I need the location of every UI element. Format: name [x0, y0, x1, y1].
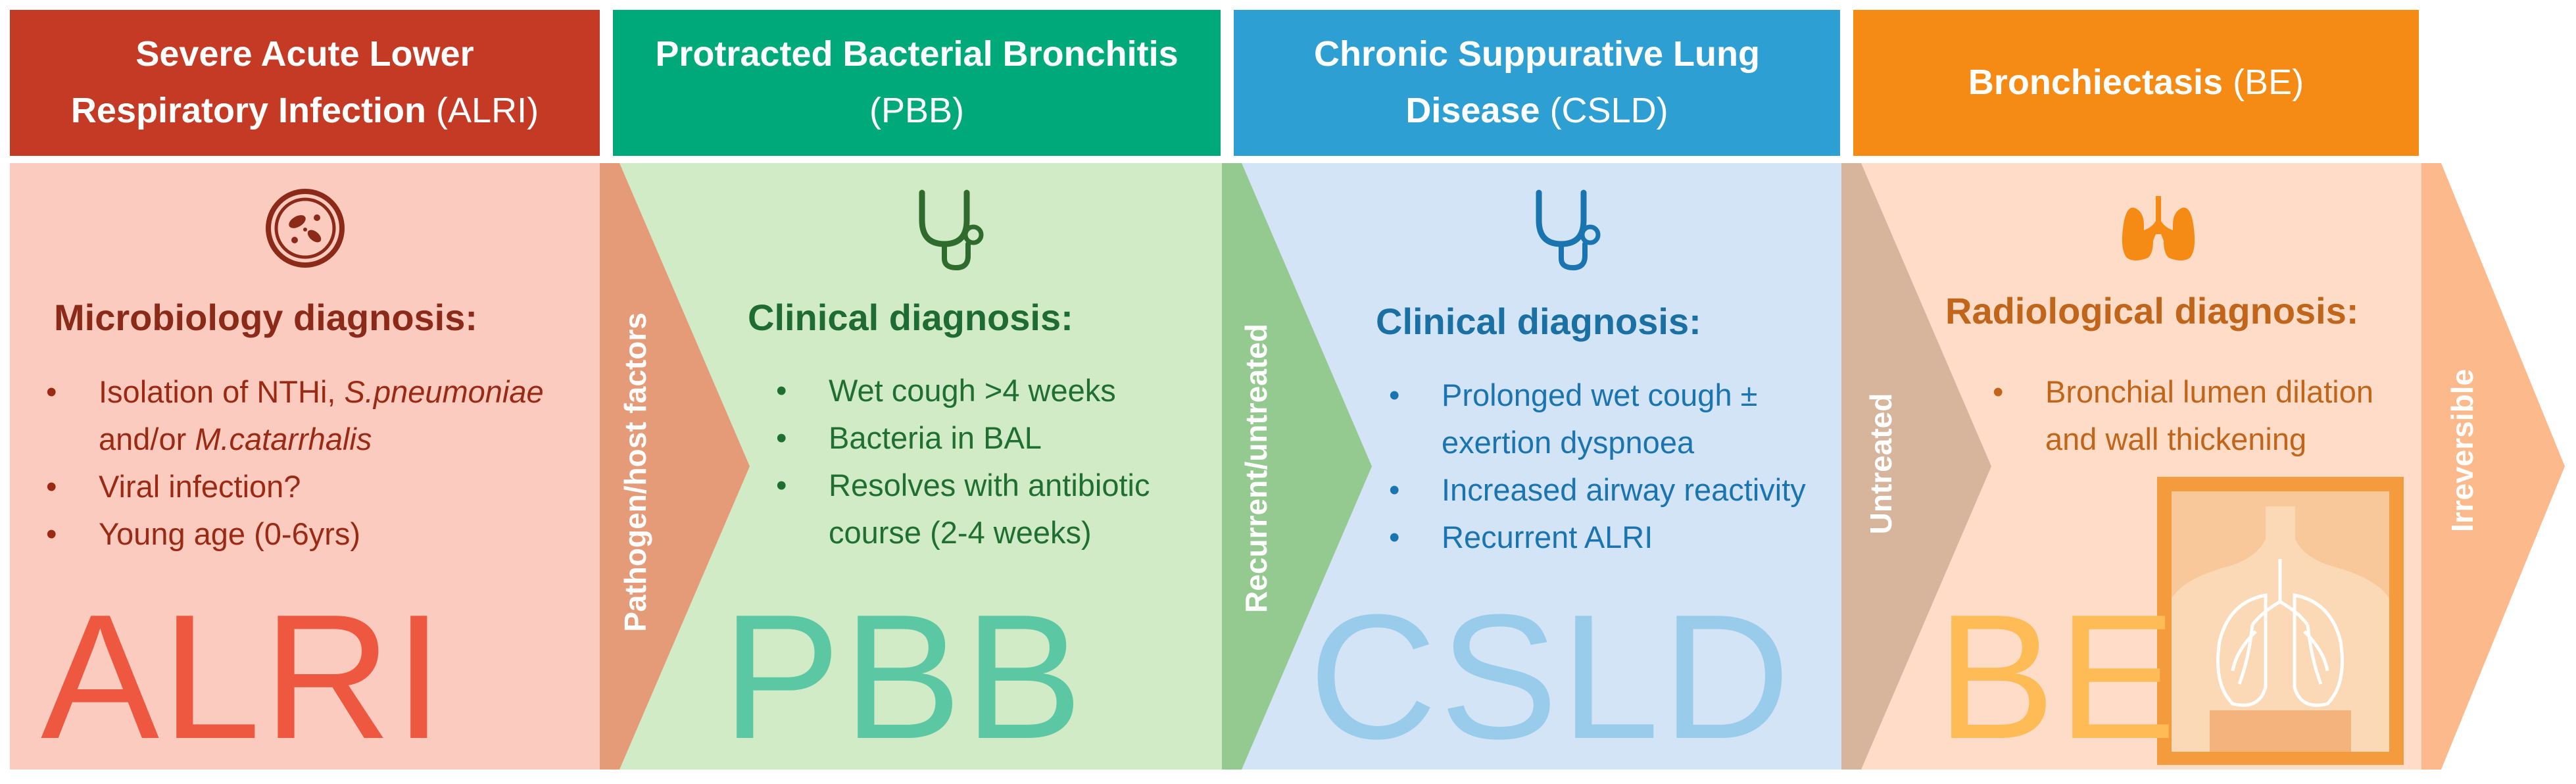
pbb-header-abbrev: (PBB) [869, 91, 964, 130]
list-item: Wet cough >4 weeks [776, 367, 1210, 414]
alri-item1-conj: and/or [99, 422, 195, 456]
list-item: Viral infection? [46, 463, 605, 510]
stethoscope-icon [919, 189, 984, 271]
untreated-arrow [1841, 163, 1991, 770]
pbb-big-label: PBB [722, 578, 1086, 776]
be-criteria-list: Bronchial lumen dilation and wall thicke… [1993, 368, 2420, 463]
alri-header-abbrev: (ALRI) [426, 91, 539, 130]
csld-header: Chronic Suppurative Lung Disease (CSLD) [1234, 10, 1840, 155]
csld-header-line1: Chronic Suppurative Lung [1313, 34, 1760, 74]
stethoscope-icon [1536, 189, 1601, 271]
pbb-header-line1: Protracted Bacterial Bronchitis [655, 34, 1179, 74]
list-item: Increased airway reactivity [1389, 466, 1836, 514]
be-header: Bronchiectasis (BE) [1853, 10, 2419, 155]
list-item: Recurrent ALRI [1389, 514, 1836, 561]
pathogen-host-arrow [600, 163, 750, 770]
be-header-bar [1853, 10, 2419, 156]
list-item: Bronchial lumen dilation and wall thicke… [1993, 368, 2420, 463]
untreated-label: Untreated [1864, 393, 1898, 535]
alri-header-line1: Severe Acute Lower [135, 34, 474, 74]
list-item: Bacteria in BAL [776, 414, 1210, 462]
list-item: Young age (0-6yrs) [46, 510, 605, 558]
alri-header-line2: Respiratory Infection [70, 91, 427, 130]
alri-item1-text: Isolation of NTHi, [99, 374, 345, 409]
be-header-abbrev: (BE) [2223, 62, 2304, 102]
alri-item1-species1: S.pneumoniae [344, 374, 544, 409]
lungs-icon [2122, 196, 2195, 260]
csld-header-bar [1234, 10, 1840, 156]
chest-xray-lungs-icon [2157, 477, 2404, 765]
recurrent-untreated-arrow [1222, 163, 1372, 770]
pbb-header: Protracted Bacterial Bronchitis (PBB) [613, 10, 1221, 155]
alri-header-bar [10, 10, 600, 156]
bacteria-petri-dish-icon [266, 189, 345, 268]
alri-heading: Microbiology diagnosis: [54, 297, 478, 338]
alri-big-label: ALRI [41, 578, 447, 776]
list-item: Isolation of NTHi, S.pneumoniae and/or M… [46, 368, 605, 463]
pbb-header-bar [613, 10, 1221, 156]
be-heading: Radiological diagnosis: [1945, 290, 2359, 331]
list-item: Resolves with antibiotic course (2-4 wee… [776, 462, 1210, 556]
be-header-line1: Bronchiectasis [1968, 62, 2224, 102]
list-item: Prolonged wet cough ± exertion dyspnoea [1389, 372, 1836, 466]
csld-heading: Clinical diagnosis: [1376, 301, 1701, 342]
pathogen-host-label: Pathogen/host factors [618, 312, 652, 632]
pbb-criteria-list: Wet cough >4 weeks Bacteria in BAL Resol… [776, 367, 1210, 556]
csld-header-line2: Disease [1405, 91, 1540, 130]
be-big-label: BE [1937, 578, 2179, 776]
irreversible-arrow [2421, 163, 2565, 770]
alri-criteria-list: Isolation of NTHi, S.pneumoniae and/or M… [46, 368, 605, 558]
csld-header-abbrev: (CSLD) [1540, 91, 1668, 130]
alri-header: Severe Acute Lower Respiratory Infection… [10, 10, 600, 155]
alri-item1-species2: M.catarrhalis [195, 422, 372, 456]
csld-big-label: CSLD [1309, 578, 1793, 776]
irreversible-label: Irreversible [2445, 368, 2479, 533]
recurrent-untreated-label: Recurrent/untreated [1239, 324, 1273, 613]
pbb-heading: Clinical diagnosis: [748, 297, 1073, 338]
csld-criteria-list: Prolonged wet cough ± exertion dyspnoea … [1389, 372, 1836, 561]
